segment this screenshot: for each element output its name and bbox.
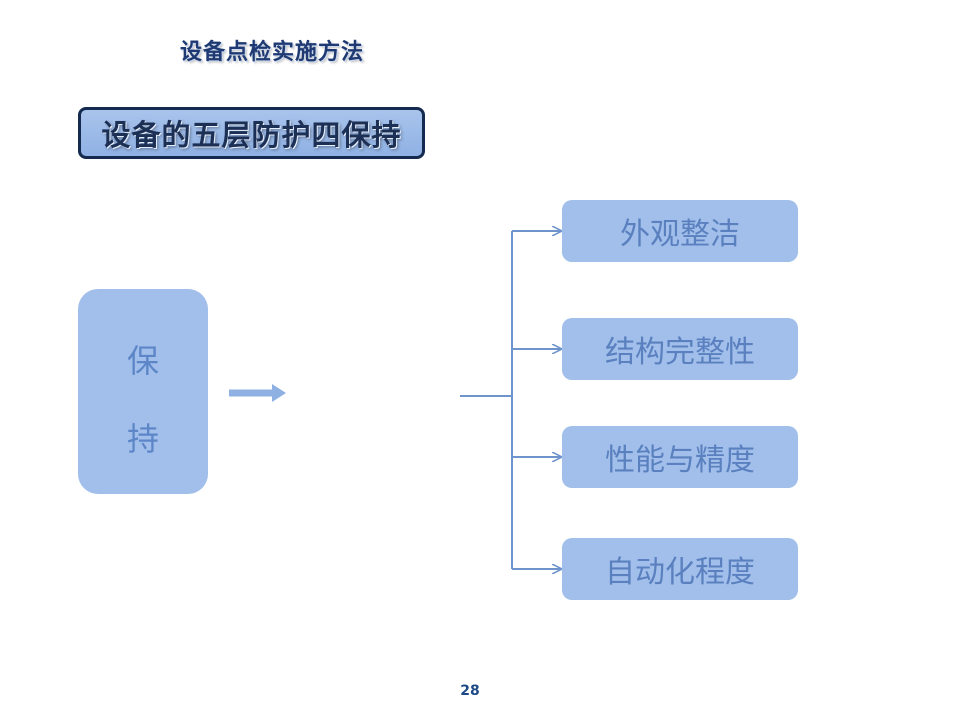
target-box-label: 性能与精度 [605,443,755,478]
page-number: 28 [460,683,480,699]
target-box-label: 结构完整性 [605,335,755,370]
source-box: 保 持 [78,289,208,494]
page-title: 设备点检实施方法 [180,40,365,65]
target-box-automation: 自动化程度 [562,538,798,600]
target-box-performance: 性能与精度 [562,426,798,488]
section-banner: 设备的五层防护四保持 [78,107,425,159]
source-arrow-head [272,384,286,402]
target-box-label: 外观整洁 [620,217,740,252]
section-banner-title: 设备的五层防护四保持 [101,118,402,152]
target-box-appearance: 外观整洁 [562,200,798,262]
target-box-structure: 结构完整性 [562,318,798,380]
source-box-char-1: 保 [126,342,159,380]
target-box-label: 自动化程度 [605,555,755,590]
source-box-char-2: 持 [126,420,159,458]
